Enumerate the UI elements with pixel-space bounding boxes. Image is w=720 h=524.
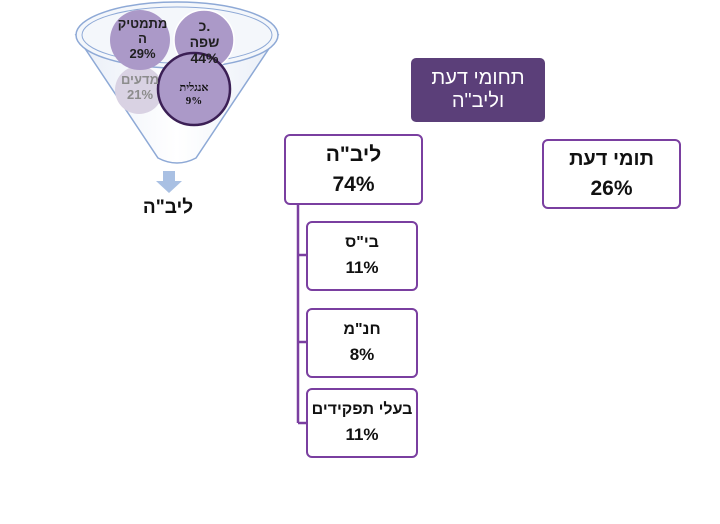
child-label: בעלי תפקידים [311, 401, 413, 418]
child-box-role-holders: בעלי תפקידים 11% [306, 388, 418, 458]
child-box-special-ed: חנ"מ 8% [306, 308, 418, 378]
liba-label: ליב"ה [325, 142, 382, 166]
label-science: מדעים 21% [120, 72, 160, 102]
subject-box: תומי דעת 26% [542, 139, 681, 209]
funnel-graphic [74, 1, 280, 164]
child-pct: 11% [345, 425, 379, 444]
child-pct: 8% [349, 345, 375, 364]
circle-science [115, 66, 163, 114]
title-line-1: תחומי דעת [431, 67, 525, 89]
child-label: חנ"מ [343, 321, 381, 338]
funnel-output-label: ליב"ה [142, 197, 194, 218]
subject-label: תומי דעת [569, 147, 654, 170]
liba-box: ליב"ה 74% [284, 134, 423, 205]
child-pct: 11% [345, 258, 379, 277]
title-line-2: וליב"ה [451, 90, 505, 112]
circle-math [110, 10, 170, 70]
circle-english [156, 51, 232, 127]
label-math: מתמטיק ה 29% [117, 16, 168, 61]
child-label: בי"ס [345, 234, 379, 251]
label-english: אנגלית 9% [179, 82, 209, 107]
subject-pct: 26% [590, 176, 633, 200]
page-title-box: תחומי דעת וליב"ה [411, 58, 545, 122]
label-language: כ. שפה 44% [189, 18, 220, 67]
liba-pct: 74% [332, 172, 375, 196]
down-arrow-icon [156, 171, 182, 193]
child-box-school: בי"ס 11% [306, 221, 418, 291]
